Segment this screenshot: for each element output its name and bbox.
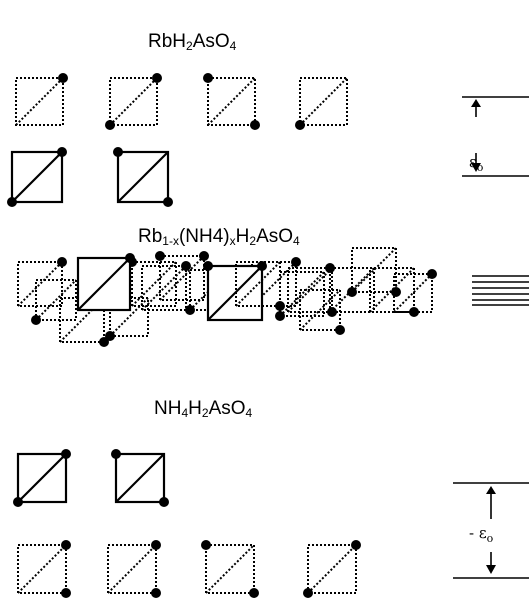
energy-levels xyxy=(453,96,529,579)
atom-dot xyxy=(61,588,71,598)
dotted-cell xyxy=(287,267,333,313)
atom-dot xyxy=(181,261,191,271)
cell-diagonal xyxy=(77,257,131,311)
atom-dot xyxy=(57,257,67,267)
atom-dot xyxy=(203,261,213,271)
dotted-cell xyxy=(205,544,255,594)
atom-dot xyxy=(427,269,437,279)
dotted-cell xyxy=(107,544,157,594)
atom-dot xyxy=(163,197,173,207)
cell-diagonal xyxy=(279,271,325,317)
cell-diagonal xyxy=(117,151,169,203)
cell-diagonal xyxy=(17,453,67,503)
atom-dot xyxy=(199,251,209,261)
atom-dot xyxy=(159,497,169,507)
dotted-cell xyxy=(109,77,158,126)
cell-diagonal xyxy=(11,151,63,203)
unit-cells xyxy=(7,73,437,598)
atom-dot xyxy=(295,120,305,130)
atom-dot xyxy=(111,449,121,459)
atom-dot xyxy=(57,147,67,157)
cell-diagonal xyxy=(207,77,256,126)
cell-diagonal xyxy=(205,544,255,594)
atom-dot xyxy=(151,540,161,550)
atom-dot xyxy=(347,287,357,297)
cell-diagonal xyxy=(115,453,165,503)
dotted-cell xyxy=(35,279,77,321)
arrow-head-up xyxy=(486,486,496,494)
atom-dot xyxy=(125,253,135,263)
atom-dot xyxy=(203,73,213,83)
atom-dot xyxy=(291,257,301,267)
atom-dot xyxy=(155,251,165,261)
arrow-head-down xyxy=(471,163,481,172)
atom-dot xyxy=(257,261,267,271)
atom-dot xyxy=(113,147,123,157)
atom-dot xyxy=(335,325,345,335)
cell-diagonal xyxy=(35,279,77,321)
dotted-cell xyxy=(207,77,256,126)
cell-diagonal xyxy=(109,77,158,126)
atom-dot xyxy=(7,197,17,207)
atom-dot xyxy=(152,73,162,83)
atom-dot xyxy=(151,588,161,598)
arrow-head-up xyxy=(471,99,481,107)
dotted-cell xyxy=(393,273,433,313)
atom-dot xyxy=(13,497,23,507)
dotted-cell xyxy=(351,247,397,293)
atom-dot xyxy=(327,307,337,317)
dotted-cell xyxy=(299,77,348,126)
dotted-cell xyxy=(109,297,149,337)
atom-dot xyxy=(105,120,115,130)
arrow-head-down xyxy=(486,565,496,574)
dotted-cell xyxy=(17,261,63,307)
atom-dot xyxy=(58,73,68,83)
dotted-cell xyxy=(369,267,415,313)
dotted-cell xyxy=(141,265,187,311)
dotted-cell xyxy=(299,289,341,331)
cell-diagonal xyxy=(17,544,67,594)
atom-dot xyxy=(250,120,260,130)
atom-dot xyxy=(275,301,285,311)
title-mixed-crystal: Rb1-x(NH4)xH2AsO4 xyxy=(138,226,300,248)
atom-dot xyxy=(185,305,195,315)
dotted-cell xyxy=(15,77,64,126)
atom-dot xyxy=(201,540,211,550)
cell-diagonal xyxy=(299,77,348,126)
dotted-cell xyxy=(235,261,281,307)
cell-diagonal xyxy=(15,77,64,126)
atom-dot xyxy=(303,588,313,598)
cell-diagonal xyxy=(307,544,357,594)
atom-dot xyxy=(351,540,361,550)
cell-diagonal xyxy=(107,544,157,594)
title-nh4h2aso4: NH4H2AsO4 xyxy=(154,398,253,420)
cell-diagonal xyxy=(393,273,433,313)
cell-diagonal xyxy=(159,255,205,301)
dotted-cell xyxy=(131,261,177,307)
dotted-cell xyxy=(307,544,357,594)
atom-dot xyxy=(61,540,71,550)
dotted-cell xyxy=(159,255,205,301)
atom-dot xyxy=(31,315,41,325)
epsilon-bottom-label: - εo xyxy=(469,524,494,545)
dotted-cell xyxy=(17,544,67,594)
atom-dot xyxy=(105,331,115,341)
title-rbh2aso4: RbH2AsO4 xyxy=(148,31,237,53)
atom-dot xyxy=(275,311,285,321)
cell-diagonal xyxy=(299,289,341,331)
atom-dot xyxy=(61,449,71,459)
atom-dot xyxy=(249,588,259,598)
epsilon-top-label: εo xyxy=(469,153,484,174)
